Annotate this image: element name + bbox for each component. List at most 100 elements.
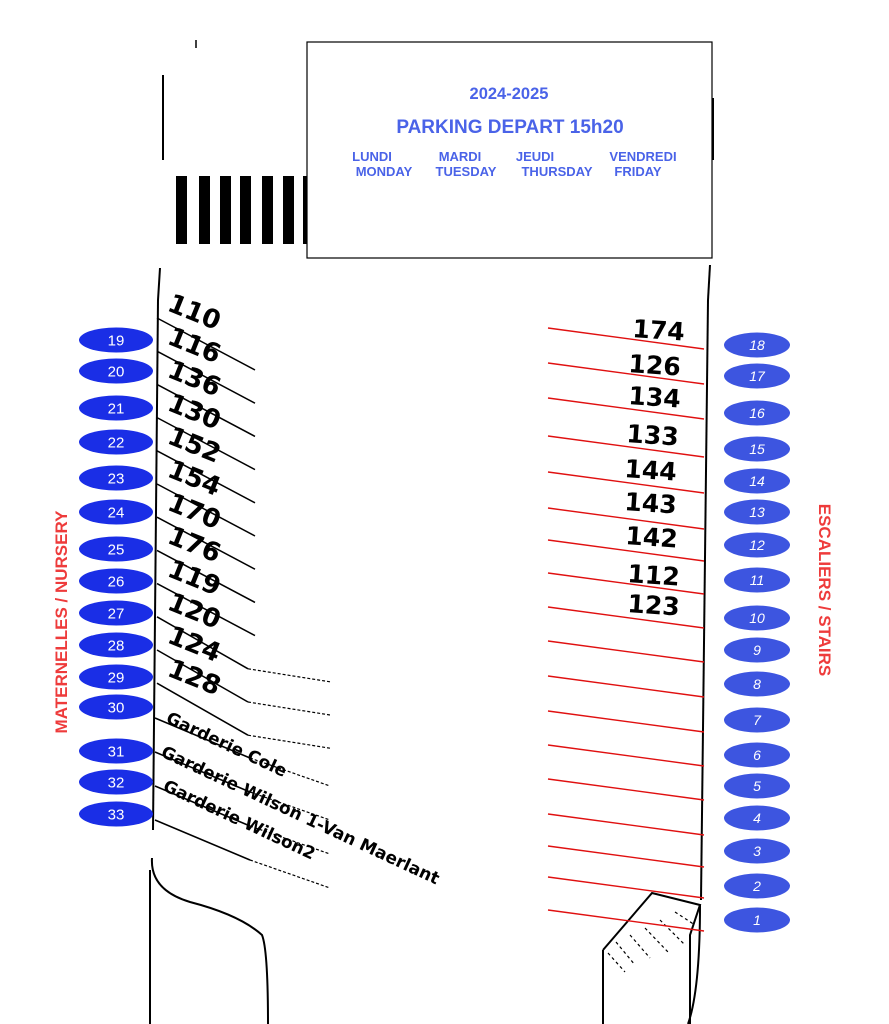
road-outline <box>149 40 714 1024</box>
garderie-bay-dash <box>249 825 331 855</box>
spot-marker: 22 <box>79 429 153 455</box>
spot-number: 9 <box>753 642 761 658</box>
spot-number: 23 <box>108 471 125 488</box>
spot-marker: 23 <box>79 465 153 491</box>
spot-number: 24 <box>108 505 125 522</box>
right-bay-line <box>547 507 705 530</box>
spot-marker: 25 <box>79 536 153 562</box>
spot-marker: 26 <box>79 568 153 594</box>
spot-marker: 11 <box>724 567 790 593</box>
spot-oval <box>724 671 790 697</box>
right-bus-number: 143 <box>624 487 678 520</box>
garderie-bay-line <box>154 785 251 827</box>
spot-oval <box>724 499 790 525</box>
spot-oval <box>79 358 153 384</box>
day-fr-thursday: JEUDI <box>516 149 554 164</box>
parking-sign: 2024-2025 PARKING DEPART 15h20 LUNDI MON… <box>306 41 713 259</box>
spot-marker: 10 <box>724 605 790 631</box>
sign-year: 2024-2025 <box>470 85 549 103</box>
spot-oval <box>79 769 153 795</box>
right-bay-line <box>547 876 705 899</box>
spot-marker: 7 <box>724 707 790 733</box>
garderie-bay-line <box>154 819 251 861</box>
spot-number: 27 <box>108 606 125 623</box>
right-bus-number: 134 <box>628 381 682 414</box>
spot-marker: 19 <box>79 327 153 353</box>
right-bay-line <box>547 539 705 562</box>
spot-oval <box>79 632 153 658</box>
spot-number: 2 <box>752 878 761 894</box>
spot-marker: 27 <box>79 600 153 626</box>
spot-number: 3 <box>753 843 761 859</box>
day-fr-friday: VENDREDI <box>609 149 676 164</box>
garderie-bay-line <box>154 717 251 759</box>
spot-number: 16 <box>749 405 765 421</box>
day-en-tuesday: TUESDAY <box>436 164 497 179</box>
spot-marker: 12 <box>724 532 790 558</box>
left-bay-line <box>156 483 256 537</box>
spot-number: 13 <box>749 504 765 520</box>
spot-oval <box>79 694 153 720</box>
right-bus-number: 112 <box>627 559 681 592</box>
garderie-bay-dash <box>249 791 331 821</box>
spot-oval <box>724 400 790 426</box>
spot-number: 5 <box>753 778 761 794</box>
right-bus-number: 126 <box>628 349 682 382</box>
spot-marker: 8 <box>724 671 790 697</box>
sign-board <box>306 41 713 259</box>
spot-oval <box>79 664 153 690</box>
spot-number: 6 <box>753 747 761 763</box>
spot-oval <box>724 567 790 593</box>
spot-number: 4 <box>753 810 761 826</box>
spot-number: 1 <box>753 912 761 928</box>
right-bay-line <box>547 744 705 767</box>
right-bay-line <box>547 362 705 385</box>
right-bay-line <box>547 845 705 868</box>
spot-oval <box>79 600 153 626</box>
right-bus-number: 174 <box>632 314 686 347</box>
right-bay-line <box>547 327 705 350</box>
spot-oval <box>79 465 153 491</box>
left-bay-line <box>156 383 256 438</box>
spot-number: 7 <box>753 712 762 728</box>
left-bay-lines <box>154 317 331 889</box>
spot-oval <box>724 637 790 663</box>
left-bay-line <box>156 350 256 404</box>
left-bay-line <box>156 450 256 504</box>
spot-oval <box>724 468 790 494</box>
right-bay-line <box>547 435 705 458</box>
right-bay-line <box>547 710 705 733</box>
spot-marker: 16 <box>724 400 790 426</box>
spot-oval <box>724 873 790 899</box>
right-bay-line <box>547 778 705 801</box>
spot-oval <box>724 605 790 631</box>
spot-oval <box>724 907 790 933</box>
left-bay-line <box>156 317 256 371</box>
garderie-bay-dash <box>249 859 331 889</box>
spot-oval <box>79 327 153 353</box>
spot-number: 25 <box>108 542 125 559</box>
spot-oval <box>79 536 153 562</box>
spot-marker: 24 <box>79 499 153 525</box>
spot-number: 14 <box>749 473 765 489</box>
spot-oval <box>724 707 790 733</box>
spot-marker: 20 <box>79 358 153 384</box>
right-bus-number: 144 <box>624 454 678 487</box>
spot-marker: 33 <box>79 801 153 827</box>
right-bus-number: 123 <box>627 589 681 622</box>
spot-number: 8 <box>753 676 761 692</box>
spot-marker: 32 <box>79 769 153 795</box>
day-en-monday: MONDAY <box>356 164 413 179</box>
spot-marker: 1 <box>724 907 790 933</box>
left-bay-dash <box>247 734 331 749</box>
sign-title: PARKING DEPART 15h20 <box>396 117 623 138</box>
spot-oval <box>79 429 153 455</box>
hatched-zone <box>607 911 696 973</box>
right-bay-line <box>547 606 705 629</box>
left-bay-line <box>156 682 249 736</box>
spot-number: 31 <box>108 744 125 761</box>
